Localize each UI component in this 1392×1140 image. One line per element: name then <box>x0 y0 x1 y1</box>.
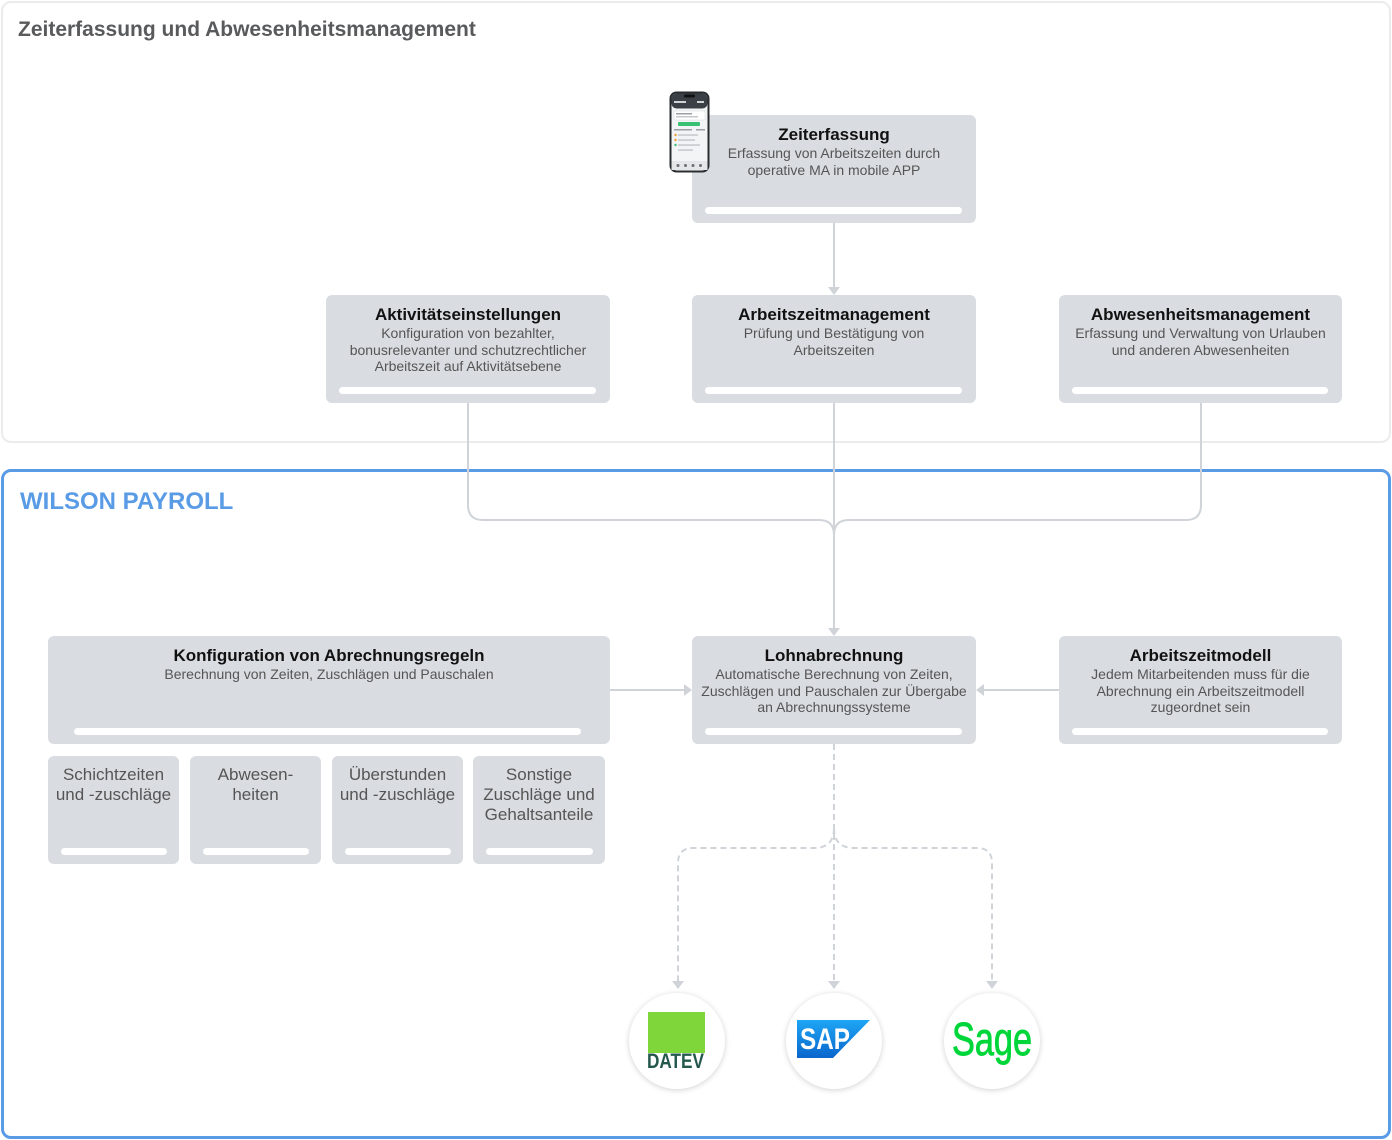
phone-nav-bar <box>671 161 708 170</box>
phone-green-button <box>678 122 700 126</box>
node-description: Erfassung von Arbeitszeiten durch operat… <box>727 145 941 178</box>
datev-logo: DATEV <box>629 993 725 1089</box>
phone-app-header <box>671 93 708 109</box>
node-title: Arbeitszeitmanagement <box>738 305 930 324</box>
node-footer-bar <box>705 387 962 394</box>
phone-card <box>673 110 706 121</box>
edge-abwesenheitsmanagement-to-lohnabrechnung <box>833 403 1202 536</box>
node-title: Konfiguration von Abrechnungsregeln <box>173 646 485 665</box>
sap-logo-text: SAP <box>800 1023 850 1056</box>
node-abwesenheitsmanagement: Abwesenheitsmanagement Erfassung und Ver… <box>1059 295 1342 403</box>
sub-node-ueberstunden: Überstunden und -zuschläge <box>332 756 463 864</box>
node-footer-bar <box>203 848 309 855</box>
arrowhead <box>976 684 984 696</box>
node-footer-bar <box>339 387 596 394</box>
node-footer-bar <box>1072 387 1328 394</box>
sap-logo: SAP <box>786 993 882 1089</box>
edge-lohnabrechnung-to-datev <box>677 827 835 982</box>
node-title: Aktivitätseinstellungen <box>374 305 562 324</box>
node-footer-bar <box>61 848 167 855</box>
arrowhead <box>672 981 684 989</box>
node-description: Prüfung und Bestätigung von Arbeitszeite… <box>743 325 925 358</box>
node-description: Automatische Berechnung von Zeiten, Zusc… <box>701 666 967 715</box>
sap-logo-shape <box>797 1020 870 1058</box>
node-footer-bar <box>74 728 581 735</box>
sage-logo-text: Sage <box>952 1013 1032 1065</box>
node-arbeitszeitmodell: Arbeitszeitmodell Jedem Mitarbeitenden m… <box>1059 636 1342 744</box>
node-title: Lohnabrechnung <box>764 646 904 665</box>
node-footer-bar <box>1072 728 1328 735</box>
payroll-panel <box>1 469 1391 1139</box>
sub-node-label: Abwesen-heiten <box>217 765 294 804</box>
edge-aktivitaetseinstellungen-to-lohnabrechnung <box>467 403 835 536</box>
node-lohnabrechnung: Lohnabrechnung Automatische Berechnung v… <box>692 636 976 744</box>
arrowhead <box>828 628 840 636</box>
node-footer-bar <box>705 207 962 214</box>
smartphone-icon <box>669 91 710 173</box>
sage-logo: Sage <box>944 993 1040 1089</box>
arrowhead <box>986 981 998 989</box>
phone-notch <box>684 94 695 98</box>
sub-node-label: Sonstige Zuschläge und Gehaltsanteile <box>483 765 595 824</box>
node-description: Konfiguration von bezahlter, bonusreleva… <box>349 325 587 374</box>
node-footer-bar <box>705 728 962 735</box>
datev-logo-text: DATEV <box>647 1050 704 1073</box>
node-description: Jedem Mitarbeitenden muss für die Abrech… <box>1091 666 1310 715</box>
sub-node-label: Schichtzeiten und -zuschläge <box>55 765 172 804</box>
node-title: Zeiterfassung <box>778 125 890 144</box>
sub-node-sonstige-zuschlaege: Sonstige Zuschläge und Gehaltsanteile <box>473 756 605 864</box>
sub-node-abwesenheiten: Abwesen-heiten <box>190 756 321 864</box>
node-description: Erfassung und Verwaltung von Urlauben un… <box>1075 325 1326 358</box>
node-title: Arbeitszeitmodell <box>1129 646 1272 665</box>
payroll-panel-title: WILSON PAYROLL <box>20 488 234 515</box>
node-footer-bar <box>345 848 451 855</box>
node-arbeitszeitmanagement: Arbeitszeitmanagement Prüfung und Bestät… <box>692 295 976 403</box>
node-aktivitaetseinstellungen: Aktivitätseinstellungen Konfiguration vo… <box>326 295 610 403</box>
sub-node-label: Überstunden und -zuschläge <box>339 765 456 804</box>
arrowhead <box>828 981 840 989</box>
sub-node-schichtzeiten: Schichtzeiten und -zuschläge <box>48 756 179 864</box>
datev-logo-square <box>648 1012 705 1053</box>
edge-lohnabrechnung-to-sage <box>833 827 993 982</box>
arrowhead <box>684 684 692 696</box>
node-title: Abwesenheitsmanagement <box>1090 305 1311 324</box>
node-description: Berechnung von Zeiten, Zuschlägen und Pa… <box>164 666 494 682</box>
time-tracking-panel-title: Zeiterfassung und Abwesenheitsmanagement <box>18 18 476 41</box>
time-tracking-panel <box>1 1 1391 443</box>
arrowhead <box>828 287 840 295</box>
node-konfiguration-abrechnungsregeln: Konfiguration von Abrechnungsregeln Bere… <box>48 636 610 744</box>
node-zeiterfassung: Zeiterfassung Erfassung von Arbeitszeite… <box>692 115 976 223</box>
node-footer-bar <box>486 848 593 855</box>
